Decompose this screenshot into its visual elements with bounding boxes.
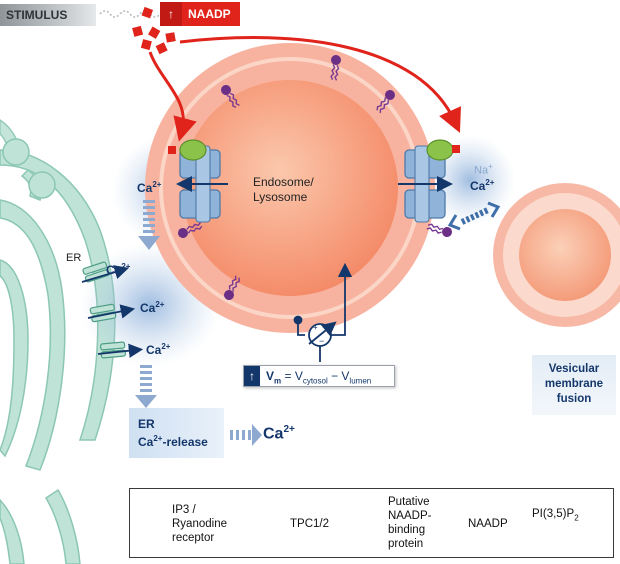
legend-tpc-label: TPC1/2: [290, 518, 329, 530]
er-label: ER: [66, 252, 82, 264]
svg-text:+: +: [313, 323, 318, 332]
calcium-er-3: Ca2+: [146, 342, 171, 357]
calcium-left-pore: Ca2+: [137, 180, 162, 195]
organelle-label-line2: Lysosome: [253, 190, 308, 204]
endosome-lysosome: [145, 43, 435, 333]
stimulus-label: STIMULUS: [6, 8, 68, 22]
er-release-line2: Ca2+-release: [138, 434, 208, 449]
membrane-potential-box: ↑ Vm = Vcytosol − Vlumen: [243, 365, 395, 387]
legend-naadp-label: NAADP: [468, 518, 508, 530]
fusion-arrow: [447, 201, 501, 231]
membrane-potential-equation: Vm = Vcytosol − Vlumen: [266, 369, 372, 386]
naadp-arrow-left: [148, 51, 197, 142]
naadp-badge: ↑ NAADP: [160, 2, 240, 26]
calcium-er-2: Ca2+: [140, 300, 165, 315]
naadp-badge-label: NAADP: [188, 7, 231, 21]
legend-pip2-label: PI(3,5)P2: [532, 508, 579, 523]
sodium-label: Na+: [474, 162, 493, 177]
er-release-line1: ER: [138, 417, 155, 431]
fusion-vesicle: [493, 183, 620, 327]
tpc-channel-left: [168, 139, 228, 223]
stimulus-banner: STIMULUS: [0, 4, 96, 26]
fusion-label: Vesicular membrane fusion: [544, 363, 604, 405]
er-release-box: ER Ca2+-release: [129, 408, 224, 458]
svg-text:−: −: [319, 336, 324, 346]
calcium-down-arrow-upper: [138, 200, 160, 250]
released-calcium: Ca2+: [263, 424, 295, 443]
calcium-right-pore: Ca2+: [470, 178, 495, 193]
calcium-er-1: Ca2+: [106, 262, 131, 277]
calcium-down-arrow-lower: [135, 365, 157, 408]
fusion-label-box: Vesicular membrane fusion: [532, 355, 616, 415]
organelle-label-line1: Endosome/: [253, 175, 314, 189]
pip2-lipids: [178, 55, 452, 300]
up-arrow-icon: ↑: [244, 366, 260, 386]
naadp-arrow-right: [179, 36, 461, 133]
er-calcium-arrows: [81, 265, 144, 358]
membrane-potential-meter: + −: [293, 262, 353, 362]
organelle-label: Endosome/ Lysosome: [253, 175, 314, 205]
naadp-molecule-cluster: [132, 6, 176, 55]
release-right-arrow: [230, 424, 262, 446]
tpc-channel-right: [398, 139, 460, 223]
up-arrow-icon: ↑: [160, 2, 182, 26]
endoplasmic-reticulum: [0, 119, 116, 564]
